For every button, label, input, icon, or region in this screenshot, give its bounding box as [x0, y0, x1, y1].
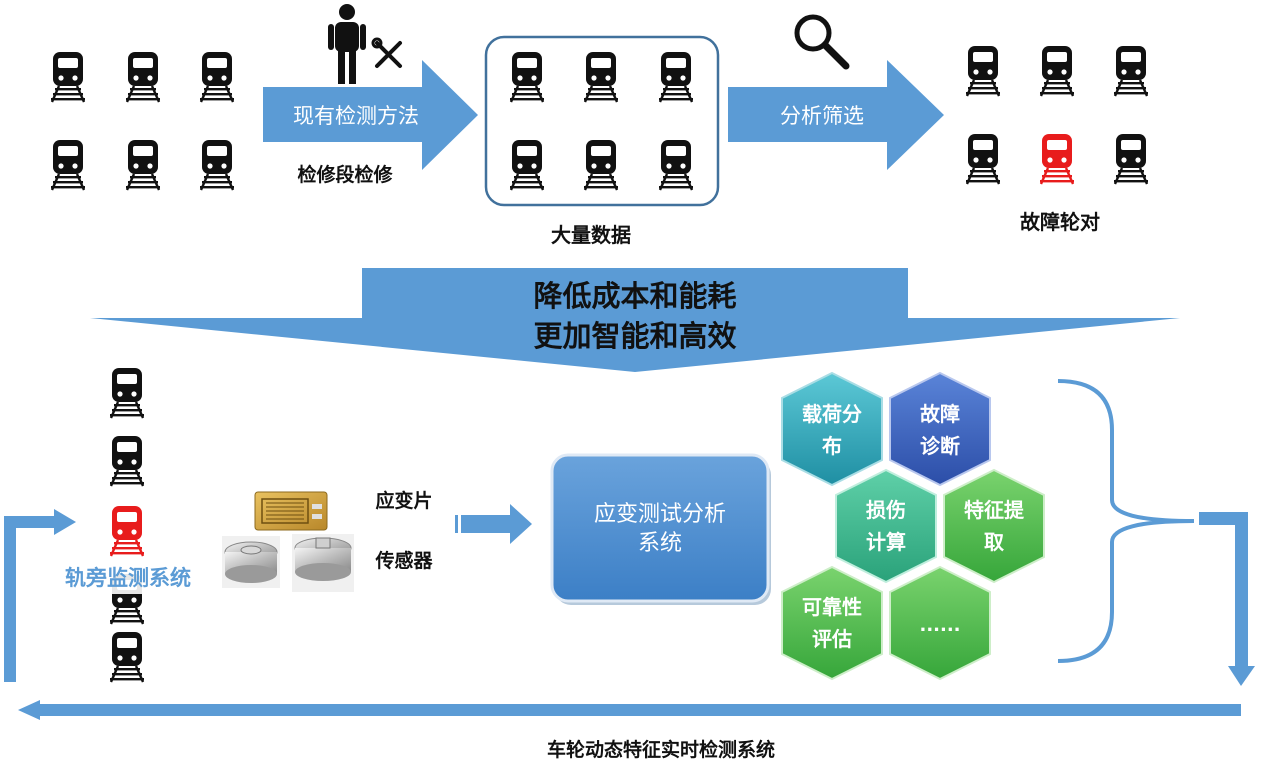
- hex-more: ......: [889, 565, 991, 681]
- train-group-left: [49, 50, 236, 192]
- train-icon: [1038, 44, 1076, 98]
- strain-gauge-label: 应变片: [375, 489, 432, 512]
- existing-method-arrow: [263, 60, 478, 170]
- train-icon: [582, 50, 620, 104]
- hex-damage-calculation: 损伤 计算: [835, 468, 937, 584]
- trackside-label-bg: [46, 560, 212, 594]
- train-icon: [1112, 44, 1150, 98]
- analysis-system-box: [550, 453, 770, 603]
- sensor-label: 传感器: [374, 549, 433, 572]
- train-icon: [198, 50, 236, 104]
- hexagon-cluster: 载荷分 布 故障 诊断 损伤 计算 特征提 取 可靠性 评估 ......: [781, 371, 1045, 681]
- train-icon-faulty: [108, 504, 146, 558]
- svg-text:故障: 故障: [920, 402, 960, 426]
- svg-text:诊断: 诊断: [920, 434, 960, 458]
- svg-text:布: 布: [822, 434, 842, 458]
- analysis-label: 分析筛选: [780, 104, 864, 128]
- train-icon: [508, 50, 546, 104]
- train-icon: [124, 138, 162, 192]
- train-icon-faulty: [1038, 132, 1076, 186]
- big-data-box: [484, 35, 720, 207]
- person-icon: [328, 4, 366, 84]
- feedback-loop-arrows: [4, 509, 1255, 720]
- train-group-right: [964, 44, 1150, 186]
- wrench-icon: [371, 37, 402, 68]
- svg-text:载荷分: 载荷分: [802, 402, 862, 426]
- to-system-arrow: [455, 504, 532, 544]
- train-icon: [49, 138, 87, 192]
- existing-method-label: 现有检测方法: [293, 104, 419, 128]
- right-brace: [1057, 379, 1195, 663]
- train-icon: [508, 138, 546, 192]
- train-icon: [1112, 132, 1150, 186]
- big-data-label: 大量数据: [551, 223, 631, 247]
- hex-load-distribution: 载荷分 布: [781, 371, 883, 487]
- hex-fault-diagnosis: 故障 诊断: [889, 371, 991, 487]
- banner-arrow: [90, 268, 1180, 372]
- train-icon: [108, 630, 146, 684]
- train-icon: [657, 138, 695, 192]
- train-icon: [657, 50, 695, 104]
- svg-text:......: ......: [919, 615, 960, 636]
- train-icon: [964, 132, 1002, 186]
- load-cell-image: [222, 536, 280, 588]
- banner-line1: 降低成本和能耗: [533, 279, 736, 313]
- trackside-label: 轨旁监测系统: [65, 566, 191, 590]
- faulty-wheelset-label: 故障轮对: [1020, 210, 1100, 234]
- train-icon: [49, 50, 87, 104]
- train-icon: [198, 138, 236, 192]
- maintenance-label: 检修段检修: [297, 163, 393, 186]
- train-column: [108, 366, 146, 684]
- system-name-label: 车轮动态特征实时检测系统: [547, 738, 775, 761]
- hex-feature-extraction: 特征提 取: [943, 468, 1045, 584]
- train-icon: [124, 50, 162, 104]
- analysis-system-line2: 系统: [638, 531, 682, 556]
- magnifier-icon: [794, 14, 850, 70]
- svg-text:损伤: 损伤: [866, 498, 906, 522]
- svg-text:评估: 评估: [812, 627, 852, 651]
- train-icon: [108, 434, 146, 488]
- train-icon: [964, 44, 1002, 98]
- banner-line2: 更加智能和高效: [533, 319, 736, 353]
- svg-text:特征提: 特征提: [964, 498, 1025, 522]
- analysis-system-line1: 应变测试分析: [594, 502, 726, 527]
- svg-text:取: 取: [984, 530, 1004, 554]
- hex-reliability-assessment: 可靠性 评估: [781, 565, 883, 681]
- svg-text:可靠性: 可靠性: [802, 595, 862, 619]
- svg-text:计算: 计算: [866, 530, 906, 554]
- strain-gauge-image: [254, 491, 328, 531]
- analysis-arrow: [728, 60, 944, 170]
- train-icon: [108, 366, 146, 420]
- train-icon: [582, 138, 620, 192]
- load-cell-image: [292, 534, 354, 592]
